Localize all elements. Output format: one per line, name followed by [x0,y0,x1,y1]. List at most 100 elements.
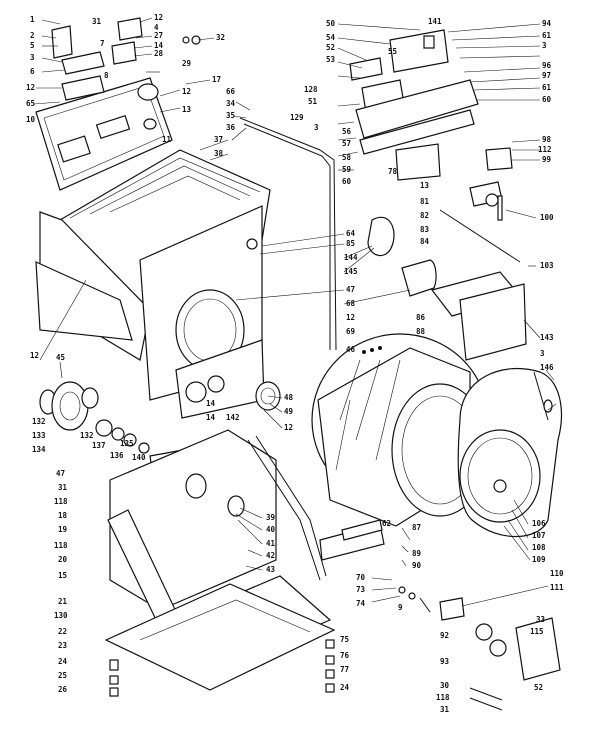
label-109: 109 [532,555,546,564]
label-48: 48 [284,393,294,402]
label-68: 68 [346,299,356,308]
label-11: 11 [162,135,172,144]
label-74: 74 [356,599,366,608]
label-35: 35 [226,111,235,120]
label-142: 142 [226,413,240,422]
label-45: 45 [56,353,65,362]
label-5: 5 [30,41,35,50]
label-58: 58 [342,153,352,162]
label-77: 77 [340,665,349,674]
label-66: 66 [226,87,236,96]
label-132: 132 [32,417,46,426]
label-33: 33 [536,615,546,624]
label-40: 40 [266,525,276,534]
label-24b: 24 [340,683,350,692]
label-14: 14 [154,41,164,50]
label-81: 81 [420,197,430,206]
label-98: 98 [542,135,552,144]
front-bulkhead [457,368,563,538]
label-140: 140 [132,453,146,462]
label-39: 39 [266,513,276,522]
label-134: 134 [32,445,46,454]
label-6: 6 [30,67,35,76]
label-47b: 47 [56,469,65,478]
label-13: 13 [182,105,192,114]
label-94: 94 [542,19,552,28]
label-10: 10 [26,115,36,124]
label-87: 87 [412,523,421,532]
label-65: 65 [26,99,35,108]
label-61: 61 [542,31,552,40]
label-85: 85 [346,239,355,248]
label-17: 17 [212,75,221,84]
label-18: 18 [58,511,68,520]
label-38: 38 [214,149,224,158]
label-86: 86 [416,313,426,322]
label-57: 57 [342,139,351,148]
label-78: 78 [388,167,398,176]
label-12f: 12 [284,423,293,432]
cabinet-housing [35,149,271,419]
label-3: 3 [30,53,35,62]
label-143: 143 [540,333,554,342]
label-3c: 3 [542,41,547,50]
label-29: 29 [182,59,192,68]
label-49: 49 [284,407,294,416]
label-4: 4 [154,23,159,32]
label-14b: 14 [206,399,216,408]
leader-lines [33,17,557,607]
control-bracket [349,29,479,155]
label-43: 43 [266,565,276,574]
label-76: 76 [340,651,350,660]
label-112: 112 [538,145,552,154]
label-99: 99 [542,155,552,164]
label-132b: 132 [80,431,94,440]
label-118b: 118 [54,541,68,550]
base-frame [104,429,385,691]
label-12d: 12 [346,313,355,322]
label-60b: 60 [342,177,352,186]
label-36: 36 [226,123,236,132]
label-69: 69 [346,327,356,336]
label-47: 47 [346,285,355,294]
label-115: 115 [530,627,544,636]
label-146: 146 [540,363,554,372]
label-12b: 12 [26,83,35,92]
label-84: 84 [420,237,430,246]
label-28: 28 [154,49,164,58]
label-14c: 14 [206,413,216,422]
label-21: 21 [58,597,68,606]
label-13b: 13 [420,181,430,190]
label-89: 89 [412,549,422,558]
label-136: 136 [110,451,124,460]
label-37: 37 [214,135,223,144]
label-54: 54 [326,33,336,42]
label-128: 128 [304,85,318,94]
label-55: 55 [388,47,397,56]
label-19: 19 [58,525,68,534]
label-12e: 12 [30,351,39,360]
label-20: 20 [58,555,68,564]
right-upper-parts [367,143,527,361]
label-30: 30 [440,681,450,690]
label-97: 97 [542,71,551,80]
label-108: 108 [532,543,546,552]
label-25: 25 [58,671,67,680]
label-103: 103 [540,261,554,270]
label-15: 15 [58,571,67,580]
label-62: 62 [382,519,391,528]
label-41: 41 [266,539,276,548]
label-52: 52 [326,43,335,52]
label-3b: 3 [314,123,319,132]
label-8: 8 [104,71,109,80]
label-3d: 3 [540,349,545,358]
label-130: 130 [54,611,68,620]
label-2: 2 [30,31,35,40]
label-46: 46 [346,345,356,354]
label-100: 100 [540,213,554,222]
label-24: 24 [58,657,68,666]
label-75: 75 [340,635,349,644]
label-96: 96 [542,61,552,70]
label-60: 60 [542,95,552,104]
